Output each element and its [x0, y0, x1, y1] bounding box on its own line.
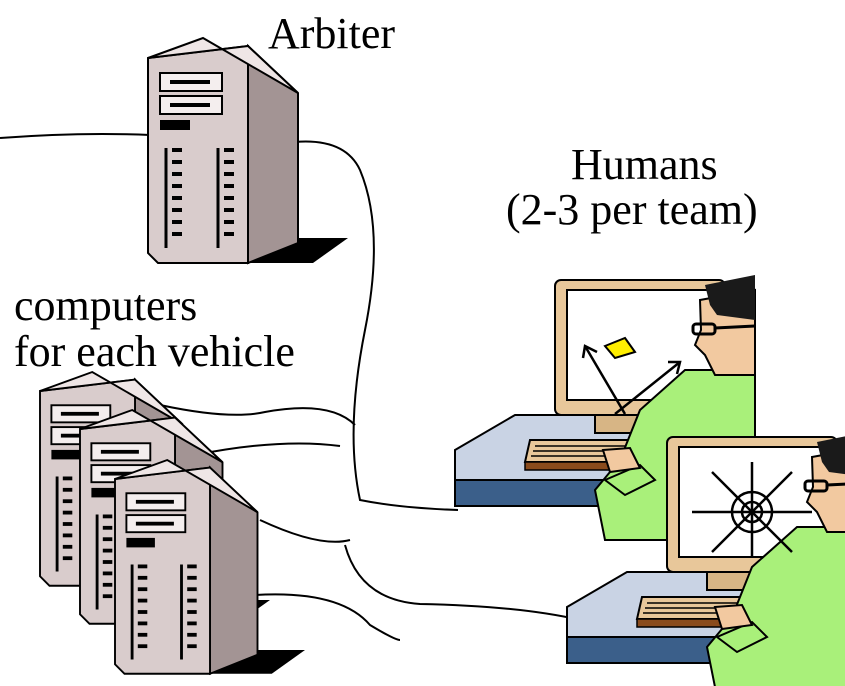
cable-computers-3 [259, 519, 351, 543]
cable-computers-4 [254, 593, 401, 641]
cable-left-to-arbiter [0, 133, 151, 139]
cursor-shape [603, 336, 637, 360]
network-cables [0, 133, 581, 641]
operator-station-lower [565, 430, 845, 686]
radar-arrows-icon [581, 344, 682, 415]
server-tower-icon [113, 458, 307, 676]
cable-computers-2 [194, 442, 341, 456]
computers-vehicle-label: for each vehicle [14, 327, 295, 376]
target-scope-icon [692, 462, 812, 557]
computers-label: computers [14, 281, 198, 330]
cable-to-lower-workstation [344, 544, 581, 621]
humans-label: Humans [571, 140, 718, 189]
cable-arbiter-to-humans [294, 140, 459, 511]
arbiter-server-icon [146, 36, 350, 265]
cable-computers-1 [159, 404, 356, 426]
arbiter-label: Arbiter [268, 9, 396, 58]
operator-station-upper [453, 273, 757, 542]
humans-team-size-label: (2-3 per team) [506, 185, 758, 234]
